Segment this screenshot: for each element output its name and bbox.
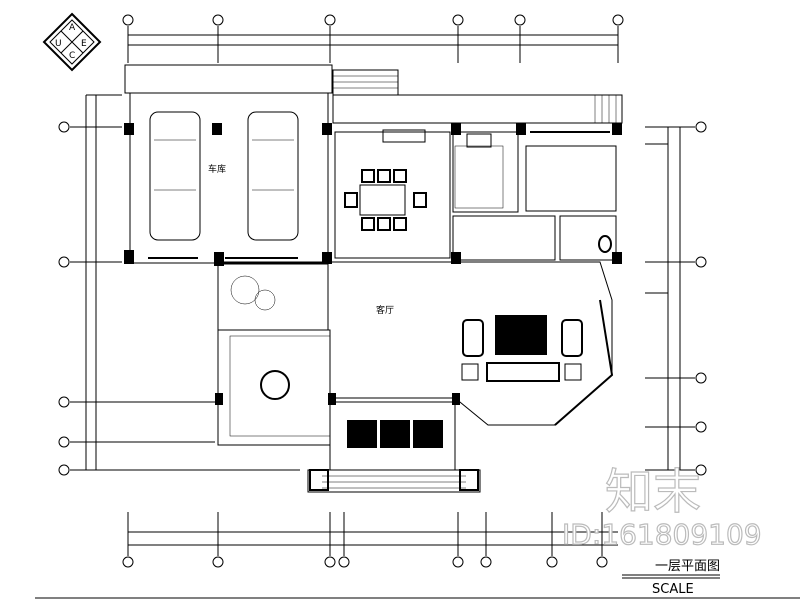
tea-room bbox=[217, 329, 331, 446]
entry bbox=[307, 401, 481, 493]
structural-columns bbox=[124, 123, 622, 405]
car-icon bbox=[247, 111, 299, 241]
compass-label-left: U bbox=[55, 39, 62, 49]
sofa-icon bbox=[462, 319, 484, 357]
bathroom bbox=[559, 215, 617, 261]
compass-label-bottom: C bbox=[69, 51, 75, 61]
title-block: 一层平面图 SCALE bbox=[35, 559, 800, 599]
top-dimension-lines bbox=[122, 14, 624, 63]
terrace bbox=[332, 69, 623, 124]
watermark: 知末 ID:161809109 bbox=[561, 463, 762, 551]
garden-room bbox=[217, 263, 329, 331]
living-room: 客厅 bbox=[217, 261, 614, 426]
storage bbox=[452, 215, 556, 261]
scale-label: SCALE bbox=[652, 582, 694, 597]
compass-label-right: E bbox=[81, 39, 87, 49]
dining-table-icon bbox=[359, 184, 406, 216]
garage: 车库 bbox=[124, 64, 333, 264]
sofa-icon bbox=[561, 319, 583, 357]
car-icon bbox=[149, 111, 201, 241]
sofa-icon bbox=[486, 362, 560, 382]
watermark-id: ID:161809109 bbox=[562, 518, 762, 551]
room-label-garage: 车库 bbox=[208, 163, 226, 175]
round-table-icon bbox=[260, 370, 290, 400]
compass-label-top: A bbox=[69, 23, 76, 33]
kitchen bbox=[452, 131, 519, 213]
dining-room bbox=[334, 129, 451, 259]
compass-icon: A U E C bbox=[42, 12, 102, 72]
drawing-title: 一层平面图 bbox=[655, 559, 720, 574]
watermark-brand: 知末 bbox=[605, 464, 701, 520]
bedroom bbox=[525, 131, 617, 212]
toilet-icon bbox=[598, 235, 612, 253]
right-dimension-lines bbox=[645, 121, 707, 476]
left-dimension-lines bbox=[58, 94, 300, 476]
room-label-living: 客厅 bbox=[376, 304, 394, 316]
bottom-dimension-lines bbox=[122, 512, 618, 568]
